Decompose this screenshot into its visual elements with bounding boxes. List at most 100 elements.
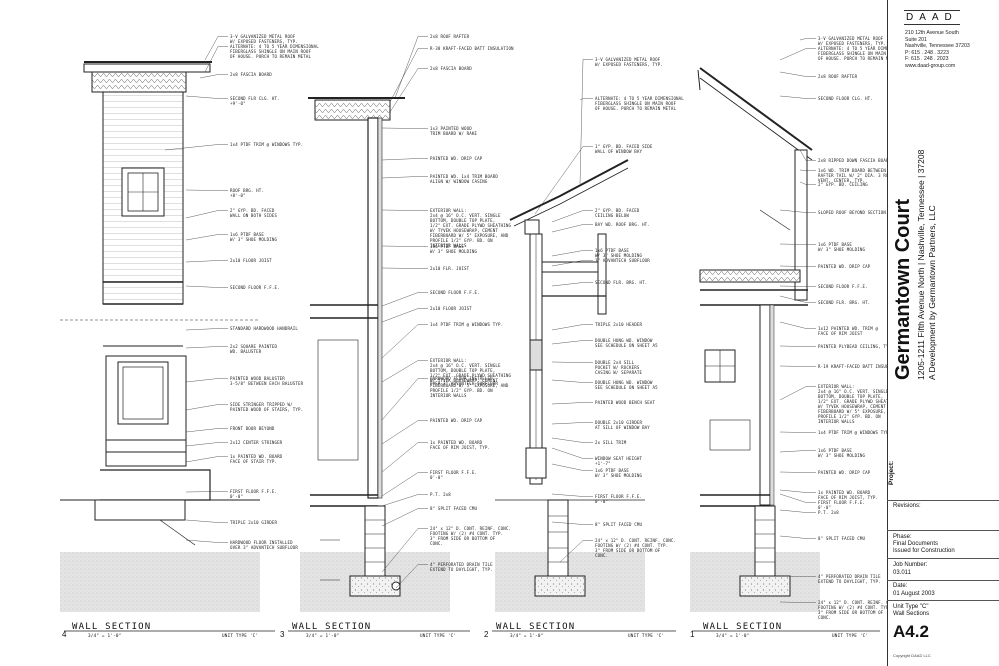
callout-note: BAY WD. ROOF BRG. HT. — [595, 222, 650, 227]
callout-note: 3" ADVANTECH SUBFLOOR — [595, 258, 650, 263]
callout-note: FRONT DOOR BEYOND — [230, 426, 275, 431]
section-4-drawing — [60, 61, 260, 546]
leader-line — [779, 321, 816, 329]
leader-line — [185, 539, 228, 543]
job-label: Job Number: — [893, 562, 928, 568]
leader-line — [551, 210, 593, 223]
view-scale: 3/4" = 1'-0" — [510, 634, 544, 639]
view-title: WALL SECTION — [703, 622, 783, 632]
leader-line — [381, 127, 428, 129]
callout-note: 1x6 PTDF BASE W/ 3" SHOE MOLDING — [818, 242, 866, 252]
callout-note: 1x PAINTED WD. BOARD FACE OF RIM JOIST, … — [818, 490, 879, 500]
leader-line — [185, 491, 228, 493]
leader-line — [779, 265, 816, 267]
leader-line — [779, 209, 816, 213]
leader-line — [799, 169, 816, 171]
leader-line — [164, 144, 228, 151]
leader-line — [779, 471, 816, 473]
sheet-number: A4.2 — [893, 622, 929, 641]
callout-note: 2x8 FASCIA BOARD — [430, 66, 472, 71]
callout-note: 1x12 PAINTED WD. TRIM @ FACE OF RIM JOIS… — [818, 326, 879, 336]
leader-line — [559, 540, 593, 563]
wall-section-drawings — [60, 36, 880, 632]
view-number: 3 — [280, 630, 285, 639]
callout-note: 24" x 12" D. CONT. REINF. CONC. FOOTING … — [595, 538, 677, 558]
leader-line — [389, 68, 428, 113]
job-number: 03.011 — [893, 570, 911, 576]
view-scale: 3/4" = 1'-0" — [306, 634, 340, 639]
leader-line — [185, 285, 228, 288]
callout-note: 1x6 PTDF BASE W/ 3" SHOE MOLDING — [595, 248, 643, 258]
leader-line — [779, 535, 816, 539]
callout-note: 1" GYP. BD. FACED SIDE WALL OF WINDOW BA… — [595, 144, 653, 154]
leader-line — [779, 48, 816, 61]
leader-line — [381, 267, 428, 269]
callout-note: EXTERIOR WALL: 2x4 @ 16" O.C. VERT. SING… — [430, 358, 512, 398]
leader-line — [381, 378, 428, 421]
phase-label: Phase: — [893, 534, 912, 540]
leader-line — [381, 308, 428, 323]
callout-note: HARDWOOD FLOOR INSTALLED OVER 3" ADVANTE… — [430, 376, 498, 386]
leader-line — [551, 379, 593, 383]
leader-line — [779, 95, 816, 99]
callout-note: PAINTED WOOD BALUSTER 3-5/8" BETWEEN EAC… — [230, 376, 304, 386]
leader-line — [551, 493, 593, 497]
callout-note: STANDARD HARDWOOD HANDRAIL — [230, 326, 298, 331]
view-title: WALL SECTION — [496, 622, 576, 632]
leader-line — [551, 521, 593, 525]
leader-line — [381, 176, 428, 179]
callout-note: R-38 KRAFT-FACED BATT INSULATION — [430, 46, 514, 51]
leader-line — [551, 324, 593, 331]
callout-note: P.T. 2x8 — [430, 492, 451, 497]
view-scale: 3/4" = 1'-0" — [716, 634, 750, 639]
leader-line — [389, 48, 428, 103]
callout-note: SECOND FLR CLG. HT. +9'-0" — [230, 96, 280, 106]
callout-note: SECOND FLR. BRG. HT. — [595, 280, 648, 285]
callout-note: 2x8 FASCIA BOARD — [230, 72, 272, 77]
callout-note: FIRST FLOOR F.F.E. 0'-0" — [818, 500, 866, 510]
date-value: 01 August 2003 — [893, 591, 935, 597]
callout-note: DOUBLE 2x4 SILL POCKET W/ ROCKERS CASING… — [595, 360, 643, 375]
callout-note: 2x SILL TRIM — [595, 440, 627, 445]
callout-note: DOUBLE HUNG WD. WINDOW SEE SCHEDULE ON S… — [595, 338, 658, 348]
callout-note: 2x8 ROOF RAFTER — [430, 34, 470, 39]
view-title: WALL SECTION — [72, 622, 152, 632]
leader-line — [381, 472, 428, 497]
callout-note: TRIPLE 2x10 HEADER — [595, 322, 643, 327]
callout-note: 1x6 PTDF BASE W/ 3" SHOE MOLDING — [595, 468, 643, 478]
callout-note: 3-V GALVANIZED METAL ROOF W/ EXPOSED FAS… — [595, 57, 663, 67]
address-line: Suite 201 — [905, 36, 927, 43]
leader-line — [185, 328, 228, 331]
callout-note: ROOF BRG. HT. +8'-0" — [230, 188, 264, 198]
leader-line — [779, 243, 816, 245]
title-block-divider — [887, 500, 999, 501]
leader-line — [185, 442, 228, 447]
section-1-drawing — [697, 67, 813, 597]
leader-line — [185, 404, 228, 411]
leader-line — [185, 95, 228, 99]
callout-note: ALTERNATE: 4 TO 5 YEAR DIMENSIONAL FIBER… — [230, 44, 319, 59]
view-number: 2 — [484, 630, 489, 639]
view-unit: UNIT TYPE 'C' — [832, 634, 869, 639]
copyright-note: Copyright DAAD LLC — [893, 653, 931, 658]
leader-line — [204, 36, 228, 61]
leader-line — [779, 345, 816, 347]
callout-note: 1x6 PTDF BASE W/ 3" SHOE MOLDING — [230, 232, 278, 242]
callout-note: 1x PAINTED WD. BOARD FACE OF STAIR TYP. — [230, 454, 283, 464]
view-number: 4 — [62, 630, 67, 639]
leader-line — [799, 149, 816, 161]
address-line: www.daad-group.com — [905, 62, 956, 69]
callout-note: 1x4 PTDF TRIM @ WINDOWS TYP. — [230, 142, 304, 147]
callout-note: SLOPED ROOF BEYOND SECTION CUT — [818, 210, 897, 215]
title-block — [887, 0, 999, 666]
callout-note: DOUBLE HUNG WD. WINDOW SEE SCHEDULE ON S… — [595, 380, 658, 390]
leader-line — [779, 295, 816, 303]
callout-note: 4" PERFORATED DRAIN TILE EXTEND TO DAYLI… — [818, 574, 881, 584]
leader-line — [185, 210, 228, 219]
leader-line — [551, 361, 593, 363]
view-unit: UNIT TYPE 'C' — [628, 634, 665, 639]
callout-note: HARDWOOD FLOOR INSTALLED OVER 3" ADVANTE… — [230, 540, 298, 550]
leader-lines — [164, 36, 816, 603]
callout-note: PAINTED WOOD BENCH SEAT — [595, 400, 656, 405]
leader-line — [579, 98, 593, 101]
